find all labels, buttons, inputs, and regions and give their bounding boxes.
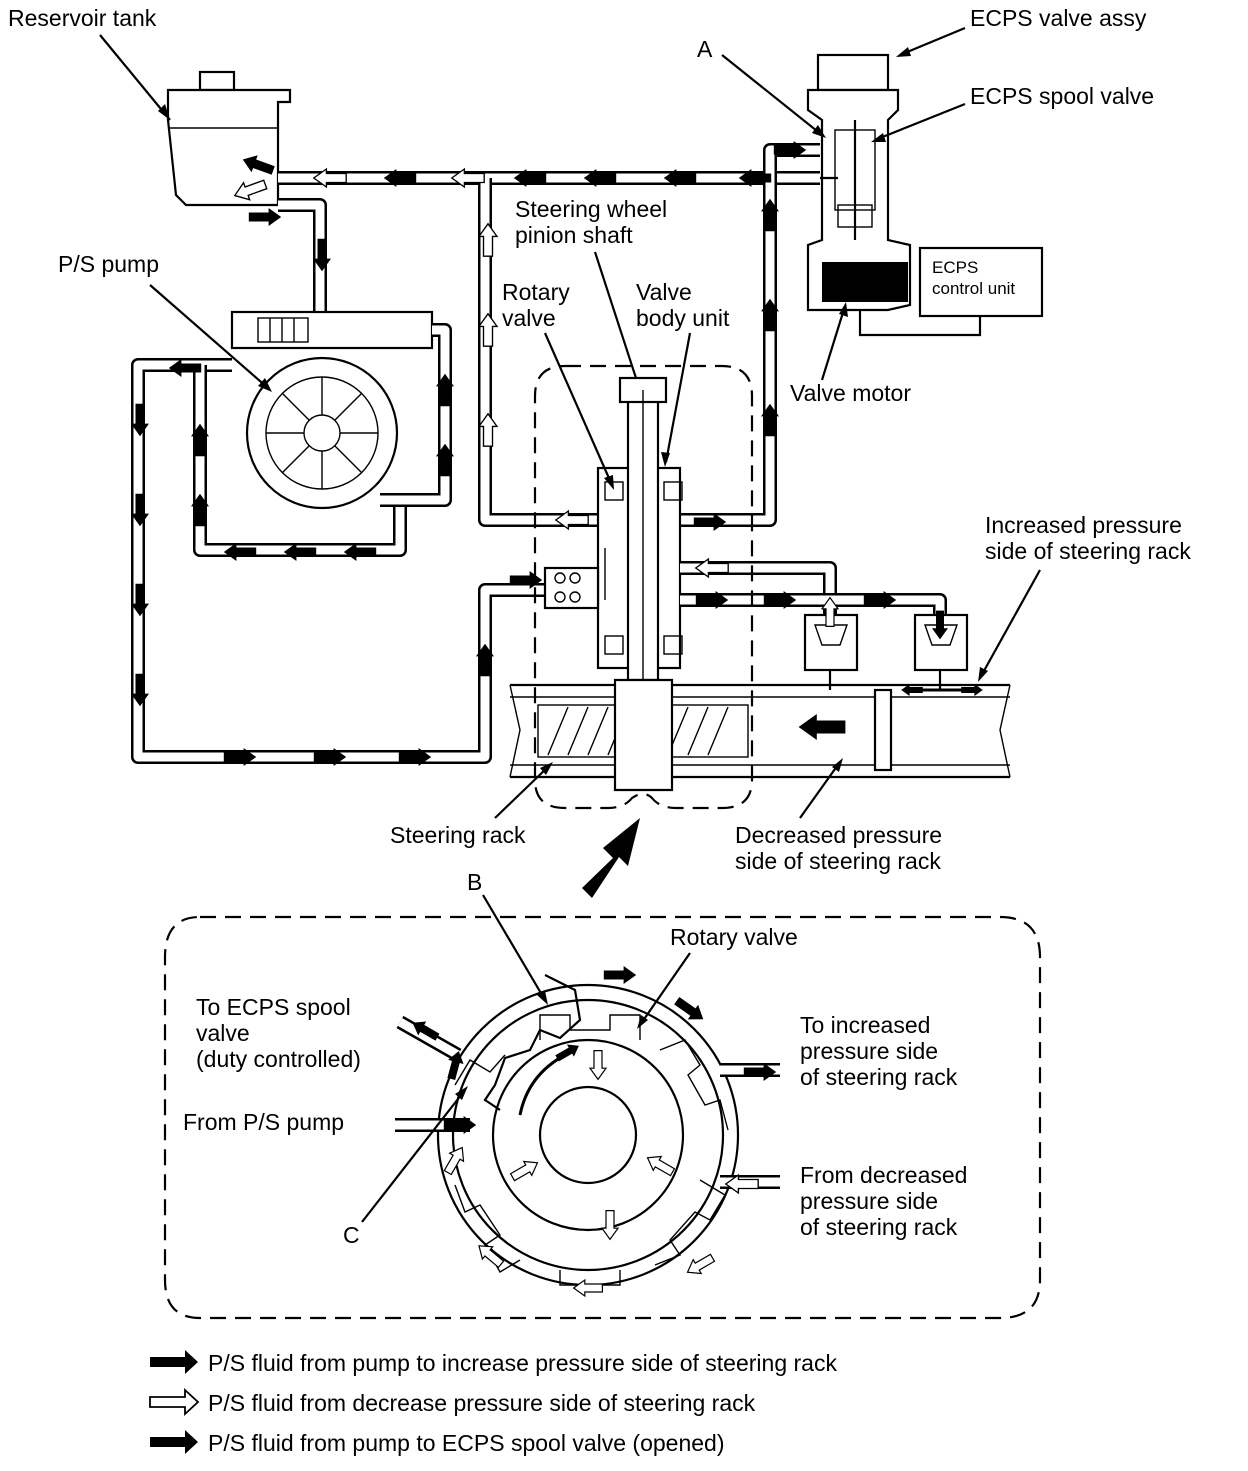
steering-rack	[509, 678, 1011, 792]
steering-wheel-pinion-shaft-label-1: Steering wheel	[515, 196, 667, 222]
increased-pressure-label-2: side of steering rack	[985, 538, 1191, 564]
rotary-valve-detail	[163, 915, 1042, 1320]
pinion-detail-region	[533, 364, 754, 810]
to-increased-label-3: of steering rack	[800, 1064, 958, 1090]
ecps-control-unit-label-2: control unit	[932, 279, 1015, 298]
from-decreased-label-1: From decreased	[800, 1162, 967, 1188]
legend-text-0: P/S fluid from pump to increase pressure…	[208, 1350, 837, 1376]
increased-pressure-label-1: Increased pressure	[985, 512, 1182, 538]
valve-body-unit-label-2: body unit	[636, 305, 730, 331]
rotary-valve-label-2: valve	[502, 305, 556, 331]
label-c: C	[343, 1222, 360, 1248]
legend-item-1: P/S fluid from decrease pressure side of…	[149, 1387, 756, 1417]
reservoir-to-pump-line	[278, 198, 327, 325]
ecps-valve-assy	[806, 53, 912, 312]
ecps-control-unit: ECPS control unit	[858, 246, 1044, 337]
from-decreased-label-2: pressure side	[800, 1188, 938, 1214]
to-ecps-label-3: (duty controlled)	[196, 1046, 361, 1072]
to-increased-label-2: pressure side	[800, 1038, 938, 1064]
from-decreased-label-3: of steering rack	[800, 1214, 958, 1240]
legend-text-1: P/S fluid from decrease pressure side of…	[208, 1390, 756, 1416]
ps-pump-label: P/S pump	[58, 251, 159, 277]
legend-item-0: P/S fluid from pump to increase pressure…	[150, 1350, 837, 1376]
to-ecps-label-1: To ECPS spool	[196, 994, 351, 1020]
ps-pump	[230, 310, 434, 510]
label-b: B	[467, 869, 482, 895]
reservoir-tank	[166, 70, 292, 207]
legend-text-2: P/S fluid from pump to ECPS spool valve …	[208, 1430, 724, 1456]
ecps-control-unit-label-1: ECPS	[932, 258, 978, 277]
ecps-spool-valve-label: ECPS spool valve	[970, 83, 1154, 109]
pump-outer-loop	[131, 323, 545, 764]
valve-motor-label: Valve motor	[790, 380, 911, 406]
reservoir-tank-label: Reservoir tank	[8, 5, 157, 31]
decreased-pressure-label-1: Decreased pressure	[735, 822, 942, 848]
legend: P/S fluid from pump to increase pressure…	[149, 1350, 837, 1456]
upper-labels: Reservoir tank ECPS valve assy A ECPS sp…	[8, 5, 1191, 874]
legend-item-2: P/S fluid from pump to ECPS spool valve …	[150, 1430, 724, 1456]
rotary-valve-detail-label: Rotary valve	[670, 924, 798, 950]
decreased-pressure-label-2: side of steering rack	[735, 848, 941, 874]
upper-flow-arrows	[131, 141, 983, 766]
rotary-valve-label-1: Rotary	[502, 279, 570, 305]
ecps-supply-line	[680, 143, 820, 527]
to-increased-label-1: To increased	[800, 1012, 930, 1038]
valve-body-unit-label-1: Valve	[636, 279, 692, 305]
to-ecps-label-2: valve	[196, 1020, 250, 1046]
steering-wheel-pinion-shaft-label-2: pinion shaft	[515, 222, 633, 248]
detail-labels: B Rotary valve To ECPS spool valve (duty…	[183, 869, 967, 1248]
label-a: A	[697, 36, 713, 62]
detail-pointer-arrow	[582, 818, 640, 898]
ecps-valve-assy-label: ECPS valve assy	[970, 5, 1147, 31]
from-ps-pump-label: From P/S pump	[183, 1109, 344, 1135]
steering-rack-label: Steering rack	[390, 822, 526, 848]
valve-body-unit	[543, 376, 683, 682]
